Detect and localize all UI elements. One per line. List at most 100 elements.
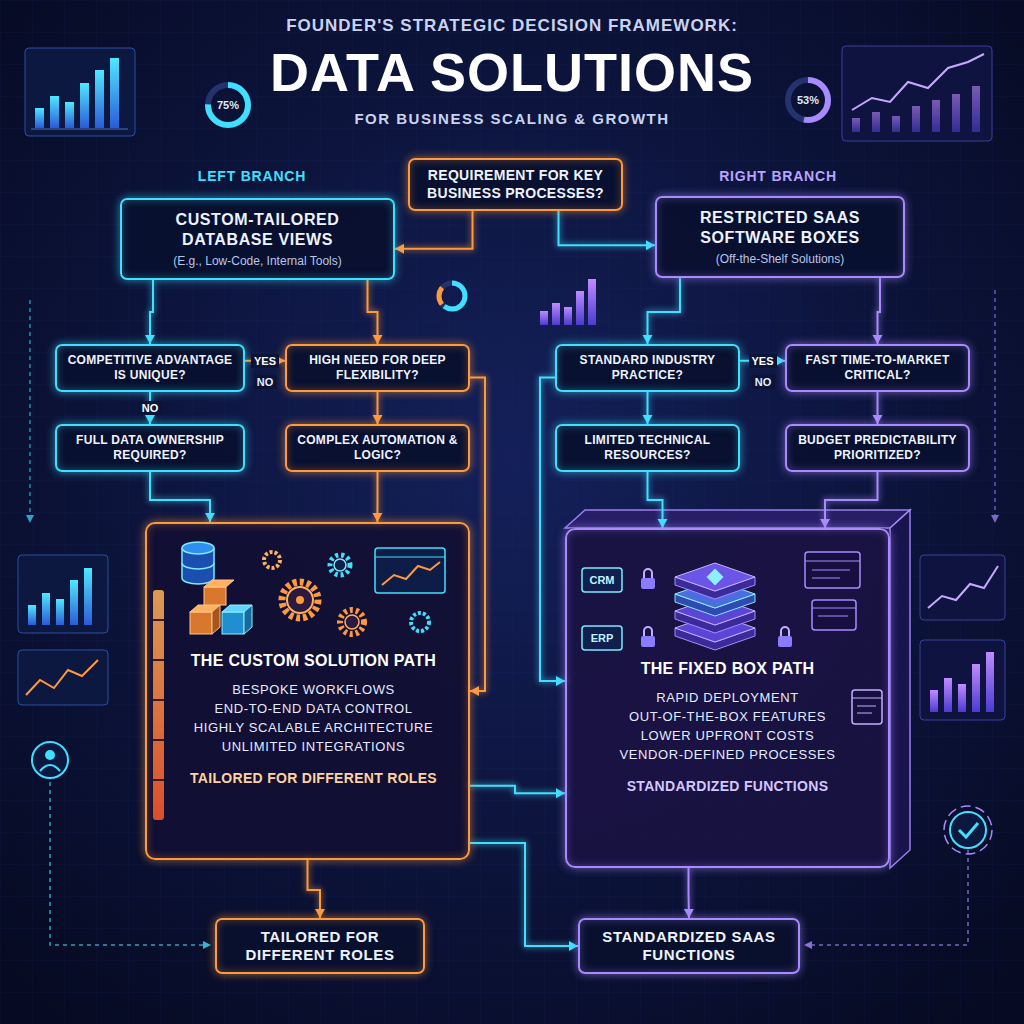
panel-title: THE FIXED BOX PATH [581,660,874,678]
line-chart [972,86,980,132]
connector-line [395,211,473,249]
arrowhead [556,676,565,686]
donut-chart [208,85,248,125]
donut-chart [439,283,465,309]
system-tag: ERP [591,632,614,644]
side-chart [56,599,64,625]
branch-label: LEFT BRANCH [198,168,306,184]
dashed-leader [29,300,31,515]
fixed-panel-art [644,569,652,578]
bar-chart [95,70,104,128]
question-text: HIGH NEED FOR DEEP FLEXIBILITY? [295,353,460,383]
arrowhead [776,356,785,366]
custom-panel-art [204,587,226,605]
dashed-leader [26,515,34,523]
custom-panel-art [222,612,244,634]
custom-panel-art [382,562,440,585]
arrowhead [373,335,383,344]
side-chart [920,555,1005,620]
custom-panel-art [244,605,252,634]
fixed-panel-art [644,627,652,636]
side-chart [930,690,938,712]
decision-box: LIMITED TECHNICAL RESOURCES? [555,424,740,472]
person-icon [40,765,60,771]
side-chart [28,605,36,625]
bar-chart [35,108,44,128]
diagram-title: DATA SOLUTIONS [270,45,754,99]
arrowhead [372,513,382,522]
bar-chart [25,48,135,136]
donut-chart [208,85,248,125]
decision-box: COMPLEX AUTOMATION & LOGIC? [285,424,470,472]
branch-box: CUSTOM-TAILORED DATABASE VIEWS(E.g., Low… [120,198,395,280]
bar-chart [540,311,548,325]
donut-chart [208,85,248,125]
box-title: CUSTOM-TAILORED DATABASE VIEWS [134,210,381,250]
arrowhead [315,909,325,918]
side-chart [920,640,1005,720]
fixed-panel-art [707,569,724,586]
question-text: FULL DATA OWNERSHIP REQUIRED? [65,433,235,463]
side-chart [26,660,98,695]
custom-panel-art [282,582,318,618]
decision-box: HIGH NEED FOR DEEP FLEXIBILITY? [285,344,470,392]
custom-panel-art [340,610,364,634]
decision-box: FAST TIME-TO-MARKET CRITICAL? [785,344,970,392]
panel-item: OUT-OF-THE-BOX FEATURES [581,707,874,726]
connector-line [559,211,656,245]
dashed-leader [994,290,996,515]
dashed-leader [804,941,812,949]
line-chart [872,112,880,132]
bar-chart [80,83,89,128]
arrowhead [646,240,655,250]
connector [470,786,565,799]
connector [648,472,668,528]
side-chart [18,555,108,633]
side-chart [986,652,994,712]
line-chart [852,118,860,132]
person-icon [32,742,68,778]
fixed-panel-art [890,510,910,868]
side-chart [42,593,50,625]
box-subtitle: (Off-the-Shelf Solutions) [716,252,845,266]
fixed-panel-art [582,568,622,592]
person-icon [45,750,55,760]
decision-box: STANDARD INDUSTRY PRACTICE? [555,344,740,392]
side-chart [958,684,966,712]
donut-chart [788,80,828,120]
custom-panel-art [145,522,470,860]
side-chart [920,555,1005,720]
line-chart [912,106,920,132]
line-chart [852,54,984,110]
connector [684,868,694,918]
question-text: BUDGET PREDICTABILITY PRIORITIZED? [795,433,960,463]
fixed-panel-art [565,510,910,528]
decision-box: BUDGET PREDICTABILITY PRIORITIZED? [785,424,970,472]
branch-label: RIGHT BRANCH [719,168,837,184]
donut-chart [788,80,828,120]
arrowhead [684,909,694,918]
decision-box: COMPETITIVE ADVANTAGE IS UNIQUE? [55,344,245,392]
outcome-text: TAILORED FOR DIFFERENT ROLES [227,928,413,964]
percent-value: 75% [217,99,239,111]
connector [308,860,326,918]
connector [643,392,653,424]
panel-item: END-TO-END DATA CONTROL [171,699,456,718]
fixed-panel-art [852,698,882,713]
check-icon [944,806,992,854]
answer-label: NO [254,375,277,389]
fixed-panel-art [565,510,910,868]
panel-item: BESPOKE WORKFLOWS [171,680,456,699]
arrowhead [145,415,155,424]
custom-panel-art [182,563,214,569]
custom-panel-art [190,612,212,634]
fixed-panel-art [778,636,792,647]
custom-panel-art [153,590,164,820]
fixed-panel-art [675,563,755,591]
bar-chart [110,58,119,128]
arrowhead [373,415,383,424]
